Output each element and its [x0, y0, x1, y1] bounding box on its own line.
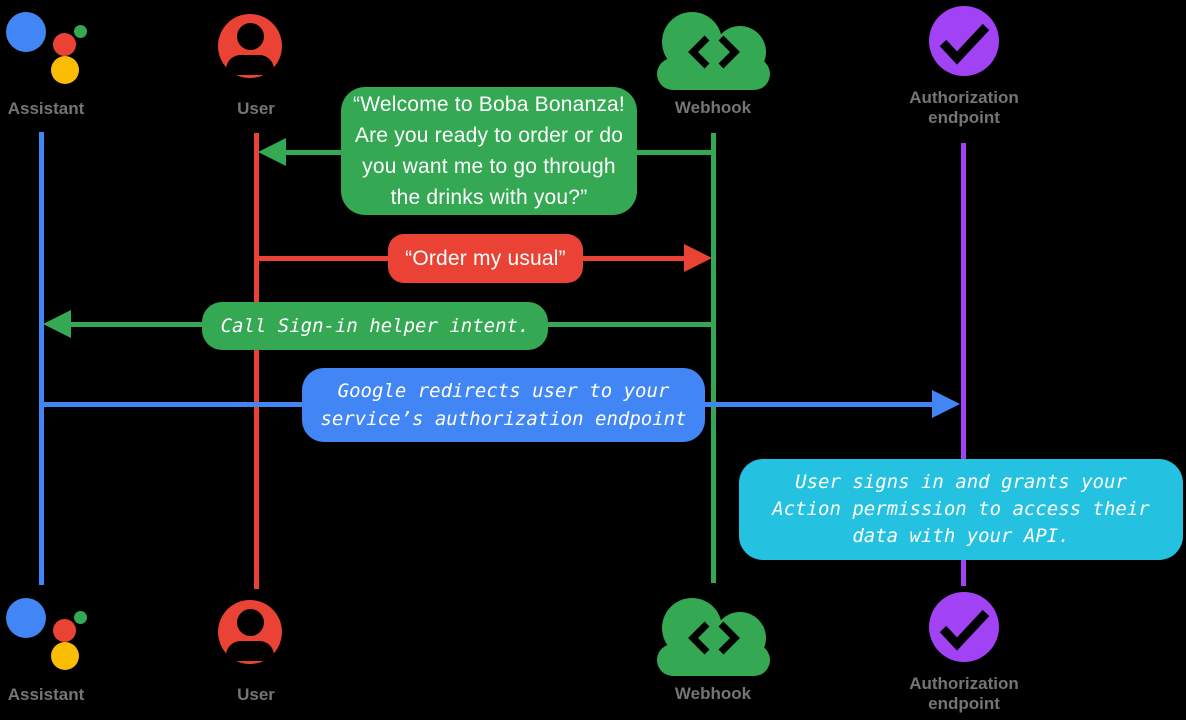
- assistant-blue-dot-icon: [6, 598, 46, 638]
- webhook-lifeline: [711, 133, 716, 583]
- arrow-redirect-head-right-icon: [932, 390, 960, 418]
- redirect-text-line1: Google redirects user to your: [337, 380, 670, 402]
- arrow-signin-head-left-icon: [43, 310, 71, 338]
- webhook-icon-bottom: [657, 594, 770, 676]
- user-head-icon: [237, 609, 264, 636]
- grant-text-line1: User signs in and grants your: [795, 471, 1127, 493]
- webhook-label-top: Webhook: [674, 98, 752, 117]
- grant-text-line2: Action permission to access their: [772, 498, 1150, 520]
- authorization-lifeline: [961, 143, 966, 586]
- assistant-red-dot-icon: [53, 619, 76, 642]
- checkmark-icon: [939, 609, 990, 651]
- welcome-text-line3: you want me to go through: [362, 155, 616, 178]
- authorization-label-top: Authorization endpoint: [904, 88, 1024, 128]
- code-brackets-icon: [688, 621, 740, 655]
- welcome-text-line2: Are you ready to order or do: [354, 124, 624, 147]
- authorization-label-bottom: Authorization endpoint: [904, 674, 1024, 714]
- authorization-label-top-line1: Authorization: [909, 88, 1019, 107]
- assistant-green-dot-icon: [74, 25, 87, 38]
- arrow-welcome-head-left-icon: [258, 138, 286, 166]
- user-label-top: User: [237, 99, 275, 118]
- user-head-icon: [237, 23, 264, 50]
- code-brackets-icon: [688, 35, 740, 69]
- message-box-order: “Order my usual”: [388, 234, 583, 283]
- welcome-text-line1: “Welcome to Boba Bonanza!: [353, 93, 625, 116]
- signin-text: Call Sign-in helper intent.: [220, 315, 530, 337]
- authorization-label-bottom-line2: endpoint: [928, 694, 1000, 713]
- user-label-bottom: User: [237, 685, 275, 704]
- authorization-label-bottom-line1: Authorization: [909, 674, 1019, 693]
- webhook-icon: [657, 8, 770, 90]
- assistant-icon: [0, 0, 92, 92]
- authorization-endpoint-icon-bottom: [929, 592, 999, 662]
- message-box-signin: Call Sign-in helper intent.: [202, 302, 548, 350]
- assistant-yellow-dot-icon: [51, 56, 79, 84]
- arrow-order-head-right-icon: [684, 244, 712, 272]
- user-body-icon: [226, 55, 274, 75]
- welcome-text-line4: the drinks with you?”: [390, 186, 588, 209]
- message-box-welcome: “Welcome to Boba Bonanza! Are you ready …: [341, 87, 637, 215]
- assistant-label-top: Assistant: [7, 99, 85, 118]
- grant-text-line3: data with your API.: [852, 525, 1070, 547]
- note-box-grant: User signs in and grants your Action per…: [739, 459, 1183, 560]
- user-icon-bottom: [218, 600, 282, 664]
- assistant-label-bottom: Assistant: [7, 685, 85, 704]
- assistant-red-dot-icon: [53, 33, 76, 56]
- user-body-icon: [226, 641, 274, 661]
- webhook-cloud-base: [657, 644, 770, 676]
- message-box-redirect: Google redirects user to your service’s …: [302, 368, 705, 442]
- assistant-blue-dot-icon: [6, 12, 46, 52]
- assistant-icon-bottom: [0, 586, 92, 678]
- redirect-text-line2: service’s authorization endpoint: [320, 408, 687, 430]
- user-lifeline: [254, 133, 259, 589]
- user-icon: [218, 14, 282, 78]
- checkmark-icon: [939, 23, 990, 65]
- authorization-endpoint-icon: [929, 6, 999, 76]
- assistant-green-dot-icon: [74, 611, 87, 624]
- assistant-yellow-dot-icon: [51, 642, 79, 670]
- assistant-lifeline: [39, 132, 44, 585]
- order-text: “Order my usual”: [405, 247, 566, 270]
- authorization-label-top-line2: endpoint: [928, 108, 1000, 127]
- webhook-cloud-base: [657, 58, 770, 90]
- webhook-label-bottom: Webhook: [674, 684, 752, 703]
